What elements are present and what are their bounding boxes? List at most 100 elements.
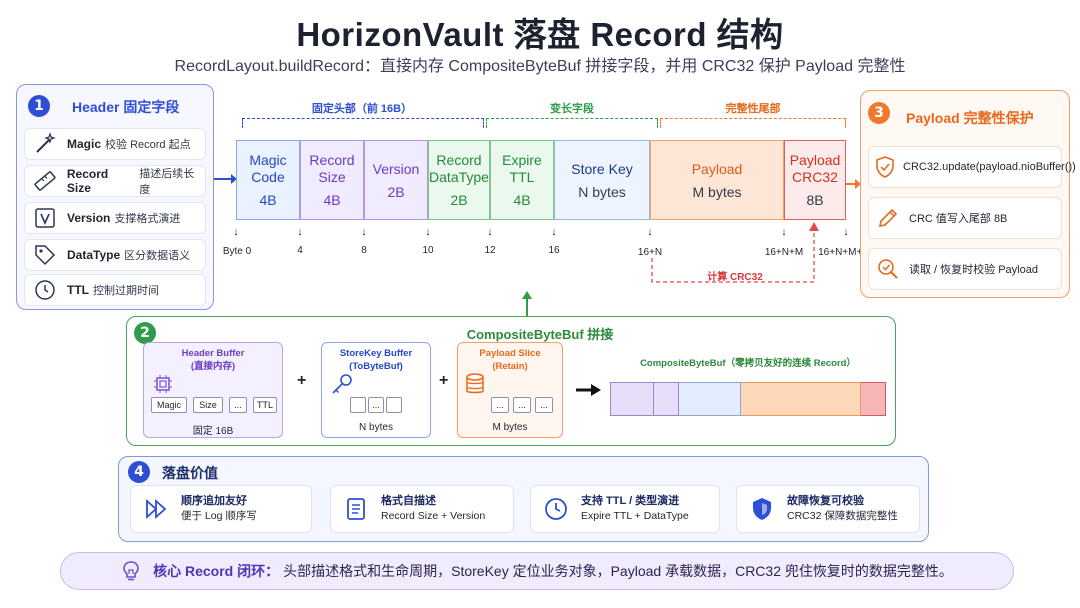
field-name: Record DataType bbox=[429, 152, 489, 185]
search-check-icon bbox=[873, 254, 903, 284]
field-record-datatype: Record DataType 2B bbox=[428, 140, 490, 220]
key-icon bbox=[332, 374, 352, 394]
offset-label: 10 bbox=[422, 245, 434, 256]
buffer-chip: Magic bbox=[151, 397, 187, 413]
tag-icon bbox=[31, 241, 59, 269]
offset-arrow-icon: ↓ bbox=[843, 226, 849, 238]
shield-check-icon bbox=[873, 152, 897, 182]
field-name: Payload CRC32 bbox=[789, 152, 841, 185]
value-item-recovery-check: 故障恢复可校验 CRC32 保障数据完整性 bbox=[736, 485, 920, 533]
header-item-name: Version bbox=[67, 211, 111, 225]
panel-badge-1: 1 bbox=[28, 95, 50, 117]
ruler-icon bbox=[31, 167, 59, 195]
integrity-item-crc-update: CRC32.update(payload.nioBuffer()) bbox=[868, 146, 1076, 188]
value-item-self-describing: 格式自描述 Record Size + Version bbox=[330, 485, 514, 533]
buffer-chip: ... bbox=[535, 397, 553, 413]
value-item-title: 支持 TTL / 类型演进 bbox=[581, 495, 680, 507]
field-size: 8B bbox=[806, 192, 824, 208]
page-subtitle: RecordLayout.buildRecord：直接内存 CompositeB… bbox=[174, 58, 906, 75]
offset-arrow-icon: ↓ bbox=[233, 226, 239, 238]
header-buffer-size: 固定 16B bbox=[192, 426, 234, 437]
variable-fields-bracket bbox=[486, 118, 658, 128]
field-magic-code: Magic Code 4B bbox=[236, 140, 300, 220]
footer-lead: 核心 Record 闭环： bbox=[153, 563, 280, 579]
header-item-desc: 校验 Record 起点 bbox=[105, 139, 191, 151]
header-item-record-size: Record Size 描述后续长度 bbox=[24, 165, 206, 197]
field-name: Record Size bbox=[309, 152, 355, 185]
storekey-buffer-sub: (ToByteBuf) bbox=[349, 361, 403, 372]
value-item-title: 顺序追加友好 bbox=[181, 495, 247, 507]
field-size: N bytes bbox=[578, 183, 626, 200]
buffer-chip: ... bbox=[491, 397, 509, 413]
field-record-size: Record Size 4B bbox=[300, 140, 364, 220]
shield-icon bbox=[747, 494, 777, 524]
offset-label: 12 bbox=[484, 245, 496, 256]
footer-summary: 核心 Record 闭环： 头部描述格式和生命周期，StoreKey 定位业务对… bbox=[60, 552, 1014, 590]
header-item-name: Magic bbox=[67, 137, 102, 151]
integrity-tail-bracket bbox=[660, 118, 846, 128]
header-item-magic: Magic 校验 Record 起点 bbox=[24, 128, 206, 160]
field-expire-ttl: Expire TTL 4B bbox=[490, 140, 554, 220]
offset-label: 8 bbox=[361, 245, 367, 256]
value-item-desc: Expire TTL + DataType bbox=[581, 510, 689, 522]
value-item-title: 故障恢复可校验 bbox=[787, 495, 864, 507]
arrow-right-icon bbox=[214, 174, 237, 184]
field-size: 4B bbox=[323, 192, 341, 208]
header-item-desc: 区分数据语义 bbox=[124, 250, 191, 262]
header-item-datatype: DataType 区分数据语义 bbox=[24, 239, 206, 271]
result-segment-payload bbox=[741, 382, 861, 416]
header-buffer-title: Header Buffer bbox=[181, 348, 245, 359]
header-item-desc: 支撑格式演进 bbox=[114, 213, 181, 225]
panel-badge-3: 3 bbox=[868, 102, 890, 124]
clock-icon bbox=[31, 276, 59, 304]
value-item-title: 格式自描述 bbox=[381, 495, 436, 507]
field-store-key: Store Key N bytes bbox=[554, 140, 650, 220]
integrity-item-text: CRC32.update(payload.nioBuffer()) bbox=[903, 161, 1076, 173]
offset-label: 16 bbox=[548, 245, 560, 256]
offset-label: Byte 0 bbox=[222, 246, 252, 257]
field-size: 4B bbox=[259, 192, 277, 208]
crc-compute-loop bbox=[651, 222, 819, 283]
storekey-buffer-size: N bytes bbox=[359, 422, 393, 433]
buffer-chip: Size bbox=[193, 397, 223, 413]
crc-compute-label: 计算 CRC32 bbox=[707, 272, 763, 283]
offset-arrow-icon: ↓ bbox=[361, 226, 367, 238]
composite-panel-title: CompositeByteBuf 拼接 bbox=[466, 327, 614, 342]
offset-arrow-icon: ↓ bbox=[551, 226, 557, 238]
header-item-desc: 控制过期时间 bbox=[93, 285, 159, 297]
integrity-panel-title: Payload 完整性保护 bbox=[906, 110, 1034, 126]
header-buffer-sub: (直接内存) bbox=[190, 361, 236, 372]
payload-slice-title: Payload Slice bbox=[479, 348, 541, 359]
value-item-desc: CRC32 保障数据完整性 bbox=[787, 510, 898, 522]
value-item-desc: 便于 Log 顺序写 bbox=[181, 510, 257, 522]
buffer-chip: ... bbox=[368, 397, 384, 413]
integrity-item-text: 读取 / 恢复时校验 Payload bbox=[909, 264, 1038, 276]
payload-slice-size: M bytes bbox=[492, 422, 528, 433]
storekey-buffer-title: StoreKey Buffer bbox=[339, 348, 413, 359]
value-panel-title: 落盘价值 bbox=[162, 465, 218, 481]
payload-slice-sub: (Retain) bbox=[492, 361, 528, 372]
magic-wand-icon bbox=[31, 130, 59, 158]
offset-arrow-icon: ↓ bbox=[425, 226, 431, 238]
fast-forward-icon bbox=[141, 494, 171, 524]
panel-badge-4: 4 bbox=[128, 461, 150, 483]
clock-icon bbox=[541, 494, 571, 524]
lightbulb-icon bbox=[121, 560, 141, 582]
offset-label: 4 bbox=[297, 245, 303, 256]
plus-sign: + bbox=[297, 372, 307, 389]
pencil-icon bbox=[873, 203, 903, 233]
offset-arrow-icon: ↓ bbox=[297, 226, 303, 238]
fixed-header-bracket bbox=[242, 118, 484, 128]
integrity-item-text: CRC 值写入尾部 8B bbox=[909, 213, 1008, 225]
field-payload: Payload M bytes bbox=[650, 140, 784, 220]
integrity-item-verify: 读取 / 恢复时校验 Payload bbox=[868, 248, 1062, 290]
buffer-chip: ... bbox=[513, 397, 531, 413]
header-item-name: Record Size bbox=[66, 167, 109, 195]
value-item-ttl-evolution: 支持 TTL / 类型演进 Expire TTL + DataType bbox=[530, 485, 720, 533]
buffer-chip bbox=[386, 397, 402, 413]
field-size: 4B bbox=[513, 192, 531, 208]
field-name: Store Key bbox=[571, 160, 633, 177]
panel-badge-2: 2 bbox=[134, 322, 156, 344]
field-name: Version bbox=[372, 160, 420, 177]
offset-label: 16+N+M+8 bbox=[818, 247, 868, 258]
